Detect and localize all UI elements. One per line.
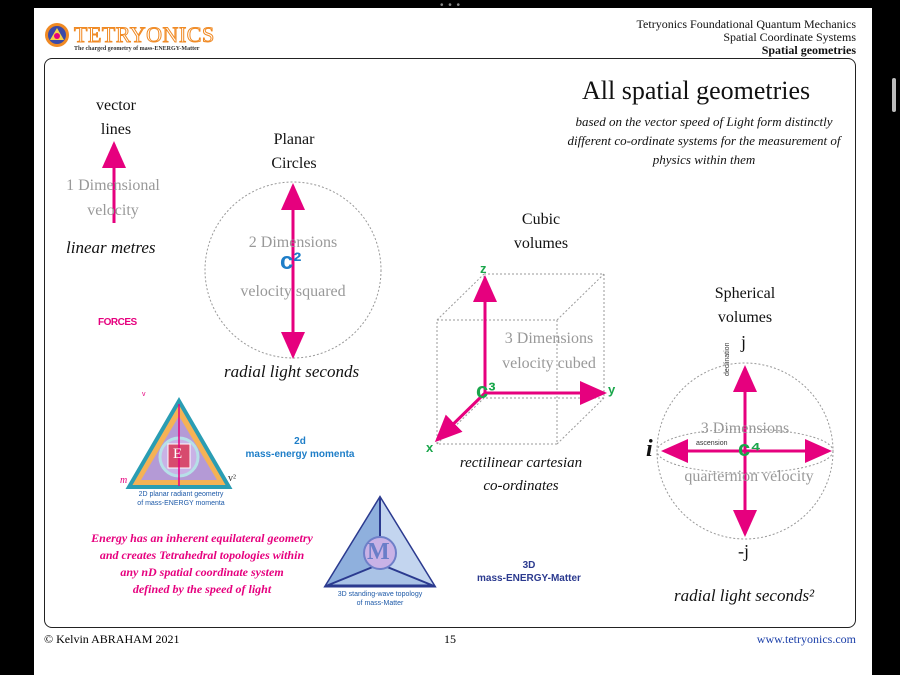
content-frame [44, 58, 856, 628]
cubic-unit-1: rectilinear cartesian [459, 455, 583, 471]
vector-dim-1: 1 Dimensional [66, 177, 160, 194]
window-drag-handle[interactable]: • • • [440, 0, 462, 11]
geometry-diagrams [102, 141, 834, 588]
triangle-v2-label: v² [228, 473, 236, 484]
momenta-caption-1: 2D planar radiant geometry [138, 491, 224, 498]
tetryonics-logo: TETRYONICS The charged geometry of mass-… [44, 22, 215, 53]
momenta-label-2: mass-energy momenta [245, 449, 355, 460]
sphere-axis-neg-j: -j [738, 541, 749, 561]
cubic-unit: rectilinear cartesian co-ordinates [454, 452, 588, 498]
vector-dimension: 1 Dimensional velocity [58, 173, 168, 223]
vector-heading-1: vector [96, 97, 136, 114]
page-subtitle: based on the vector speed of Light form … [567, 114, 841, 167]
spherical-heading-2: volumes [717, 309, 773, 326]
logo-name: TETRYONICS [74, 22, 215, 48]
header-line-1: Tetryonics Foundational Quantum Mechanic… [636, 17, 856, 31]
matter-label-2: mass-ENERGY-Matter [477, 573, 581, 584]
sphere-equator [656, 428, 834, 474]
cube-axis-y: y [608, 382, 616, 397]
spherical-heading-1: Spherical [714, 285, 776, 302]
declination-label: declination [724, 342, 731, 376]
spherical-unit: radial light seconds² [674, 586, 815, 605]
spherical-dim-1: 3 Dimensions [700, 420, 790, 437]
planar-symbol: c² [280, 248, 302, 275]
cubic-unit-2: co-ordinates [483, 478, 559, 494]
energy-statement: Energy has an inherent equilateral geome… [86, 530, 318, 598]
momenta-label-1: 2d [294, 436, 306, 447]
vector-unit: linear metres [66, 238, 156, 257]
spherical-dim-2: quarternion velocity [684, 468, 814, 485]
planar-dim-1: 2 Dimensions [248, 234, 338, 251]
vector-heading: vector lines [82, 94, 150, 142]
spherical-symbol: c⁴ [738, 436, 762, 461]
sphere-axis-j: j [741, 332, 747, 352]
planar-heading: Planar Circles [259, 128, 329, 176]
page-header: Tetryonics Foundational Quantum Mechanic… [637, 18, 856, 57]
cube-axis-z: z [480, 261, 487, 276]
momenta-triangle [125, 397, 233, 489]
cubic-heading-1: Cubic [521, 211, 561, 228]
momenta-label: 2d mass-energy momenta [240, 435, 360, 461]
matter-caption: 3D standing-wave topology of mass-Matter [324, 590, 436, 608]
footer-copyright: © Kelvin ABRAHAM 2021 [44, 632, 180, 646]
forces-label: FORCES [98, 317, 137, 328]
cubic-dim-2: velocity cubed [502, 355, 596, 372]
logo-emblem-icon [45, 23, 69, 47]
document-page: TETRYONICS The charged geometry of mass-… [34, 8, 872, 675]
triangle-v-label: v [142, 391, 146, 398]
scrollbar-thumb[interactable] [892, 78, 896, 112]
planar-dim-2: velocity squared [240, 283, 346, 300]
planar-heading-1: Planar [273, 131, 315, 148]
tetrahedron-m-label: M [367, 539, 390, 565]
triangle-e-label: E [173, 446, 183, 462]
planar-circle [204, 181, 382, 359]
energy-line-3: any nD spatial coordinate system [120, 565, 284, 579]
triangle-m-label: m [120, 475, 128, 486]
vector-heading-2: lines [100, 121, 132, 138]
cube-x-arrow [434, 391, 487, 443]
momenta-caption-2: of mass-ENERGY momenta [137, 500, 225, 507]
logo-tagline: The charged geometry of mass-ENERGY-Matt… [74, 46, 200, 52]
planar-unit: radial light seconds [224, 362, 360, 381]
matter-label: 3D mass-ENERGY-Matter [474, 559, 584, 585]
cubic-dim-1: 3 Dimensions [504, 330, 594, 347]
cube-axis-x: x [426, 440, 434, 455]
footer-website-link[interactable]: www.tetryonics.com [756, 632, 856, 646]
matter-label-1: 3D [522, 560, 536, 571]
header-line-2: Spatial Coordinate Systems [723, 30, 856, 44]
cubic-dimension: 3 Dimensions velocity cubed [486, 326, 612, 376]
momenta-caption: 2D planar radiant geometry of mass-ENERG… [118, 490, 244, 508]
vector-dim-2: velocity [87, 202, 139, 219]
matter-tetrahedron [323, 495, 437, 588]
cubic-heading: Cubic volumes [509, 208, 573, 256]
sphere-axis-i: i [646, 436, 653, 462]
footer-page-number: 15 [444, 632, 456, 646]
matter-caption-2: of mass-Matter [356, 600, 404, 607]
energy-line-2: and creates Tetrahedral topologies withi… [99, 548, 305, 562]
header-line-3: Spatial geometries [761, 43, 856, 57]
page-title: All spatial geometries [582, 76, 811, 105]
energy-line-4: defined by the speed of light [132, 582, 272, 596]
planar-heading-2: Circles [271, 155, 317, 172]
matter-caption-1: 3D standing-wave topology [337, 591, 423, 598]
ascension-label: ascension [696, 440, 728, 447]
spherical-heading: Spherical volumes [702, 282, 788, 330]
cubic-symbol: c³ [476, 378, 496, 403]
cubic-heading-2: volumes [513, 235, 569, 252]
energy-line-1: Energy has an inherent equilateral geome… [91, 531, 313, 545]
